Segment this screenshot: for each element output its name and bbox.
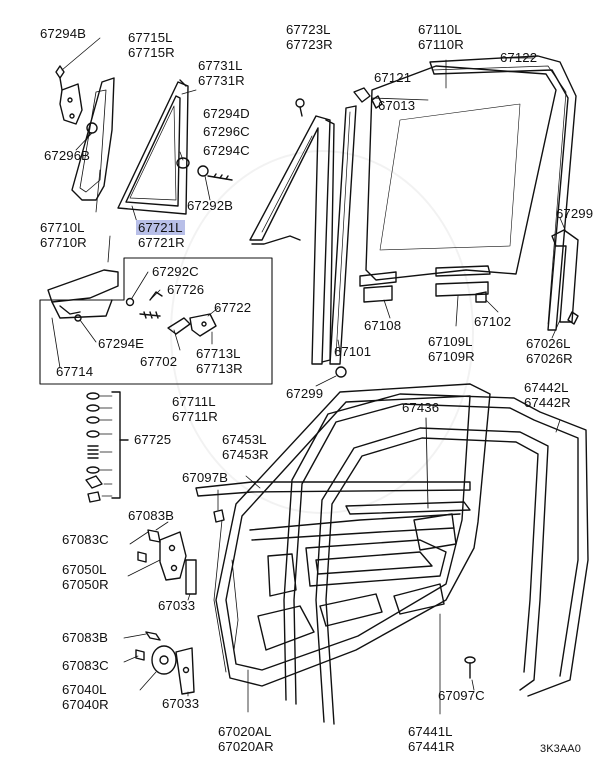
label-67713: 67713L 67713R [196, 346, 243, 376]
label-67710: 67710L 67710R [40, 220, 87, 250]
label-67108: 67108 [364, 318, 402, 333]
label-67721L-highlighted: 67721L [136, 220, 185, 235]
label-67721R: 67721R [138, 235, 185, 250]
label-67040: 67040L 67040R [62, 682, 109, 712]
label-67110: 67110L 67110R [418, 22, 464, 52]
door-weatherstrip-inner [315, 427, 549, 725]
label-67013: 67013 [378, 98, 416, 113]
screw-67294D [295, 98, 305, 108]
small-hardware [125, 291, 217, 337]
upper-hinge-bolts [137, 529, 161, 563]
label-67101: 67101 [334, 344, 372, 359]
label-67722: 67722 [214, 300, 252, 315]
label-67020A: 67020AL 67020AR [218, 724, 274, 754]
label-67292C: 67292C [152, 264, 199, 279]
upper-hinge [159, 531, 197, 595]
sash-channel-67109 [435, 265, 491, 303]
leader-lines-right [315, 57, 567, 387]
label-67715: 67715L 67715R [128, 30, 175, 60]
screw-67294C [197, 165, 233, 181]
door-panel [213, 383, 491, 687]
label-67436: 67436 [402, 400, 440, 415]
vent-regulator-arm [47, 269, 119, 322]
label-67083C-upper: 67083C [62, 532, 109, 547]
label-67102: 67102 [474, 314, 512, 329]
label-67294B: 67294B [40, 26, 87, 41]
watermark-seal [170, 150, 474, 514]
window-regulator-rail [345, 417, 471, 515]
door-weatherstrip-outer [283, 393, 589, 705]
vent-hinge-bracket [55, 65, 83, 125]
label-67083C-lower: 67083C [62, 658, 109, 673]
label-67083B-upper: 67083B [128, 508, 175, 523]
clip-67121 [353, 87, 383, 109]
label-67033-lower: 67033 [162, 696, 200, 711]
label-67725: 67725 [134, 432, 172, 447]
leader-lines-left [61, 37, 211, 263]
division-bar-67101 [329, 105, 357, 365]
label-67292B: 67292B [187, 198, 234, 213]
label-67702: 67702 [140, 354, 178, 369]
rear-run-channel [551, 229, 579, 325]
label-67097B: 67097B [182, 470, 229, 485]
leader-lines-lower [245, 419, 561, 715]
label-67097C: 67097C [438, 688, 485, 703]
bolt-67299-lower [335, 366, 347, 378]
label-67121: 67121 [374, 70, 412, 85]
label-67726: 67726 [167, 282, 205, 297]
label-67109: 67109L 67109R [428, 334, 475, 364]
diagram-code: 3K3AA0 [540, 743, 581, 755]
leader-lines-box [51, 271, 219, 369]
label-67453: 67453L 67453R [222, 432, 269, 462]
quarter-glass [71, 77, 115, 201]
label-67299-upper: 67299 [556, 206, 594, 221]
lower-hinge-bolts [135, 631, 161, 661]
vent-window-frame [117, 79, 189, 215]
label-67294E: 67294E [98, 336, 145, 351]
label-67083B-lower: 67083B [62, 630, 109, 645]
label-67122: 67122 [500, 50, 538, 65]
glass-run-channel [429, 55, 577, 331]
clip-67097C [464, 656, 476, 691]
lower-hinge [151, 645, 195, 695]
label-67296C: 67296C [203, 124, 250, 139]
label-67294D: 67294D [203, 106, 250, 121]
callout-box-67711 [39, 257, 273, 385]
washer-67296C [176, 157, 190, 169]
label-67714: 67714 [56, 364, 94, 379]
label-67711: 67711L 67711R [172, 394, 218, 424]
label-67296B: 67296B [44, 148, 91, 163]
belt-weatherstrip [195, 481, 471, 497]
label-67723: 67723L 67723R [286, 22, 333, 52]
clip-67097B [213, 509, 225, 523]
sash-channel-67108 [359, 271, 397, 303]
leader-lines-hinges [123, 521, 191, 697]
label-67033-upper: 67033 [158, 598, 196, 613]
label-67299-lower: 67299 [286, 386, 324, 401]
label-67731: 67731L 67731R [198, 58, 245, 88]
front-run-channel [249, 115, 335, 365]
label-67442: 67442L 67442R [524, 380, 571, 410]
label-67294C: 67294C [203, 143, 250, 158]
parts-stack-67725 [85, 391, 129, 503]
label-67026: 67026L 67026R [526, 336, 573, 366]
label-67441: 67441L 67441R [408, 724, 455, 754]
label-67050: 67050L 67050R [62, 562, 109, 592]
